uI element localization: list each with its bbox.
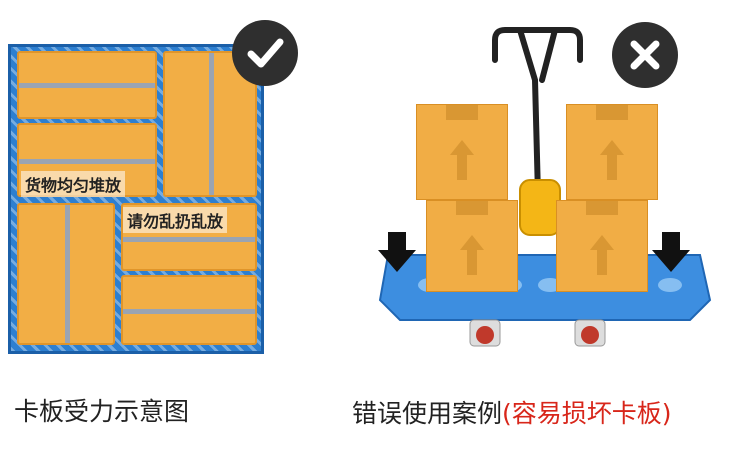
correct-badge xyxy=(232,20,298,86)
pallet-jack-handle xyxy=(492,27,583,198)
box-top-5 xyxy=(121,203,257,271)
box-top-6 xyxy=(121,275,257,345)
pressure-arrow-right xyxy=(652,232,690,272)
checkmark-icon xyxy=(247,38,284,68)
caption-pallet-force-diagram: 卡板受力示意图 xyxy=(14,397,190,426)
box-up-arrows xyxy=(450,140,624,275)
caption-wrong-usage-main: 错误使用案例 xyxy=(352,399,503,428)
wrong-use-panel: 错误使用案例(容易损坏卡板) xyxy=(352,0,729,452)
wrong-badge xyxy=(612,22,678,88)
box-top-1 xyxy=(17,51,157,119)
label-no-throwing: 请勿乱扔乱放 xyxy=(123,207,228,233)
pressure-arrow-left xyxy=(378,232,416,272)
cargo-box-right-top xyxy=(566,104,658,200)
cross-icon xyxy=(630,40,660,70)
caption-wrong-usage: 错误使用案例(容易损坏卡板) xyxy=(352,394,672,430)
label-even-stacking: 货物均匀堆放 xyxy=(21,171,126,197)
pallet-top-view: 货物均匀堆放 请勿乱扔乱放 xyxy=(8,44,264,354)
caption-wrong-usage-warning: (容易损坏卡板) xyxy=(502,399,672,428)
box-top-4 xyxy=(17,203,115,345)
correct-use-panel: 货物均匀堆放 请勿乱扔乱放 卡板受力示意图 xyxy=(0,0,340,452)
pallet-jack-wheels xyxy=(469,319,606,347)
